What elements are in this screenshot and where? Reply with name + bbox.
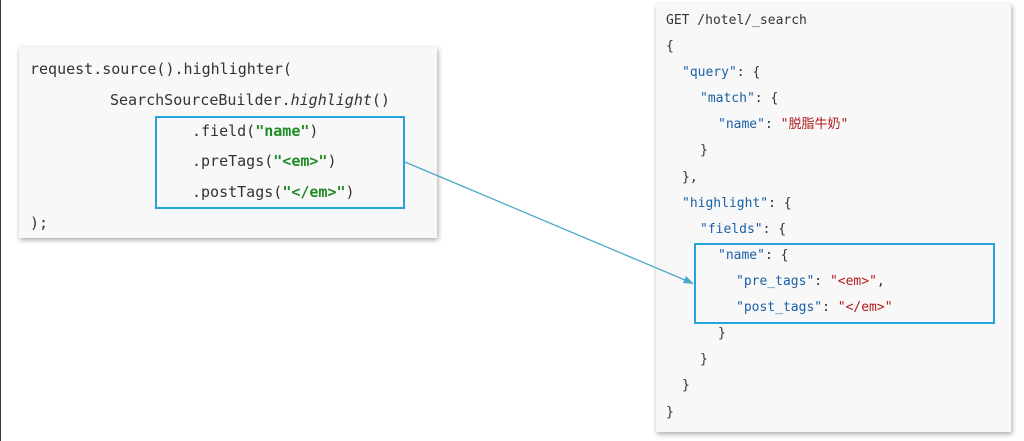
dsl-line-close-query: },	[682, 170, 698, 186]
dsl-colon-brace: : {	[764, 248, 789, 263]
java-paren: ()	[371, 91, 390, 109]
dsl-colon-brace: : {	[754, 91, 779, 106]
dsl-comma: ,	[876, 274, 885, 289]
dsl-line-pre-tags: "pre_tags": "<em>",	[736, 274, 885, 290]
java-highlight-method: highlight	[290, 91, 372, 109]
dsl-colon-brace: : {	[736, 65, 761, 80]
dsl-line-close-fields: }	[700, 352, 708, 368]
java-posttags-close: )	[345, 183, 355, 201]
dsl-key-name: "name"	[718, 117, 765, 132]
dsl-line-request: GET /hotel/_search	[666, 13, 807, 29]
dsl-request-panel: GET /hotel/_search { "query": { "match":…	[656, 4, 1011, 432]
dsl-highlight-box	[694, 243, 995, 324]
dsl-line-highlight: "highlight": {	[682, 196, 792, 212]
dsl-colon: :	[814, 274, 830, 289]
dsl-close-brace: }	[682, 378, 690, 393]
java-request-source: request.source().highlighter(	[30, 60, 292, 78]
dsl-colon-brace: : {	[768, 196, 792, 211]
java-highlight-box	[155, 116, 405, 209]
java-field-call: .field(	[192, 122, 256, 140]
dsl-line-close-root: }	[666, 405, 674, 421]
dsl-close-brace: }	[700, 352, 708, 367]
dsl-colon: :	[764, 117, 781, 132]
dsl-close-brace: }	[718, 326, 726, 341]
arrow-line	[404, 161, 693, 284]
dsl-line-post-tags: "post_tags": "</em>"	[736, 300, 893, 316]
java-code-panel: request.source().highlighter( SearchSour…	[19, 47, 437, 238]
java-posttags-arg: "</em>"	[282, 183, 346, 201]
java-line-5: .postTags("</em>")	[192, 183, 355, 201]
java-field-close: )	[309, 122, 319, 140]
dsl-close-brace-comma: },	[682, 170, 698, 185]
dsl-value-post-tags: "</em>"	[837, 300, 893, 315]
dsl-line-query: "query": {	[682, 65, 760, 81]
java-pretags-arg: "<em>"	[273, 152, 328, 170]
dsl-key-fields: "fields"	[700, 222, 763, 237]
dsl-line-match: "match": {	[700, 91, 778, 107]
dsl-value-name: "脱脂牛奶"	[780, 117, 849, 132]
java-pretags-close: )	[327, 152, 337, 170]
dsl-close-brace: }	[666, 405, 674, 420]
dsl-line-open: {	[666, 39, 674, 55]
dsl-line-close-match: }	[700, 143, 708, 159]
java-line-4: .preTags("<em>")	[192, 152, 337, 170]
java-close: );	[30, 214, 49, 232]
dsl-key-highlight: "highlight"	[682, 196, 769, 211]
dsl-request-line: GET /hotel/_search	[666, 13, 807, 28]
frame-edge	[0, 0, 1, 441]
dsl-line-close-highlight: }	[682, 378, 690, 394]
dsl-key-match: "match"	[700, 91, 755, 106]
dsl-colon: :	[822, 300, 838, 315]
java-pretags-call: .preTags(	[192, 152, 274, 170]
java-line-2: SearchSourceBuilder.highlight()	[110, 91, 390, 109]
dsl-open-brace: {	[666, 39, 674, 54]
dsl-line-close-name: }	[718, 326, 726, 342]
java-builder-class: SearchSourceBuilder.	[110, 91, 291, 109]
java-field-arg: "name"	[255, 122, 310, 140]
java-line-6: );	[30, 214, 48, 232]
dsl-key-query: "query"	[682, 65, 737, 80]
dsl-key-post-tags: "post_tags"	[736, 300, 823, 315]
java-line-1: request.source().highlighter(	[30, 60, 292, 78]
dsl-key-name: "name"	[718, 248, 765, 263]
dsl-close-brace: }	[700, 143, 708, 158]
arrow-head-icon	[683, 276, 694, 284]
java-posttags-call: .postTags(	[192, 183, 283, 201]
java-line-3: .field("name")	[192, 122, 318, 140]
dsl-line-match-name: "name": "脱脂牛奶"	[718, 117, 848, 133]
dsl-line-fields: "fields": {	[700, 222, 786, 238]
dsl-key-pre-tags: "pre_tags"	[736, 274, 815, 289]
dsl-line-fields-name: "name": {	[718, 248, 788, 264]
dsl-colon-brace: : {	[762, 222, 787, 237]
dsl-value-pre-tags: "<em>"	[829, 274, 877, 289]
